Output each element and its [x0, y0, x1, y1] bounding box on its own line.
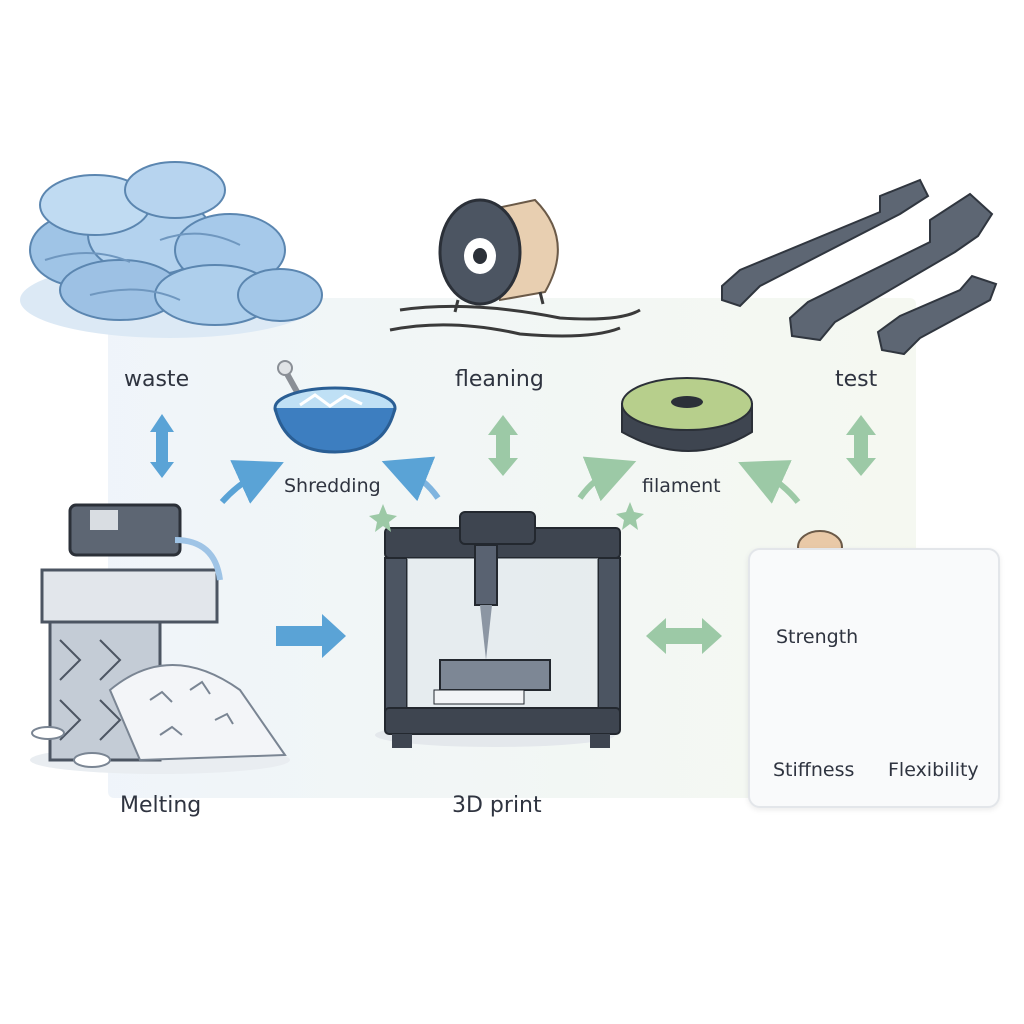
label-shredding: Shredding — [284, 475, 381, 497]
filament-spool-icon — [621, 377, 753, 452]
bowl-icon — [273, 360, 397, 454]
label-3d-print: 3D print — [452, 793, 542, 818]
label-test: test — [835, 367, 878, 392]
arrow-test — [846, 415, 876, 476]
curve-arrow-from-shredding — [381, 456, 441, 502]
sparkle-icon — [616, 502, 644, 530]
label-filament: filament — [642, 475, 721, 497]
label-strength: Strength — [776, 626, 859, 648]
sparkle-icon — [369, 504, 397, 532]
mask-pile-icon — [20, 161, 323, 338]
label-melting: Melting — [120, 793, 202, 818]
drum-icon — [389, 198, 641, 338]
label-stiffness: Stiffness — [773, 759, 855, 781]
curve-arrow-from-filament — [738, 460, 801, 504]
label-cleaning: fleaning — [455, 367, 544, 392]
label-flexibility: Flexibility — [888, 759, 979, 781]
shredder-machine-icon — [30, 503, 290, 774]
arrow-cleaning — [488, 415, 518, 476]
3d-printer-icon — [375, 511, 621, 748]
arrow-melting-print — [276, 614, 346, 658]
curve-arrow-to-shredding — [219, 460, 284, 505]
curve-arrow-to-filament — [577, 456, 637, 502]
label-waste: waste — [124, 367, 190, 392]
arrow-waste-melting — [150, 414, 174, 478]
arrow-print-properties — [646, 618, 722, 654]
properties-panel — [748, 548, 1000, 808]
test-specimens-icon — [721, 178, 998, 356]
